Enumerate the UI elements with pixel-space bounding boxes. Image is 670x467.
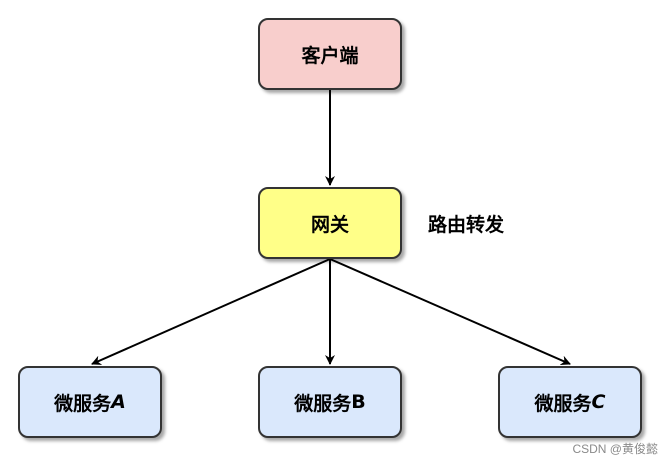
gateway-label: 网关	[310, 213, 349, 236]
service-c-name: 微服务	[534, 392, 592, 415]
edge-gateway-to-service-a	[91, 258, 331, 365]
gateway-node: 网关	[258, 187, 402, 259]
client-node: 客户端	[258, 18, 402, 90]
service-b-name: 微服务	[294, 392, 352, 415]
service-c-letter: C	[591, 391, 606, 413]
routing-label: 路由转发	[428, 214, 505, 236]
service-a-name: 微服务	[54, 392, 112, 415]
edge-gateway-to-service-c	[329, 258, 571, 365]
watermark: CSDN @黄俊懿	[572, 442, 658, 456]
service-b-letter: B	[351, 391, 366, 413]
service-a-letter: A	[111, 391, 126, 413]
client-label: 客户端	[301, 44, 359, 67]
